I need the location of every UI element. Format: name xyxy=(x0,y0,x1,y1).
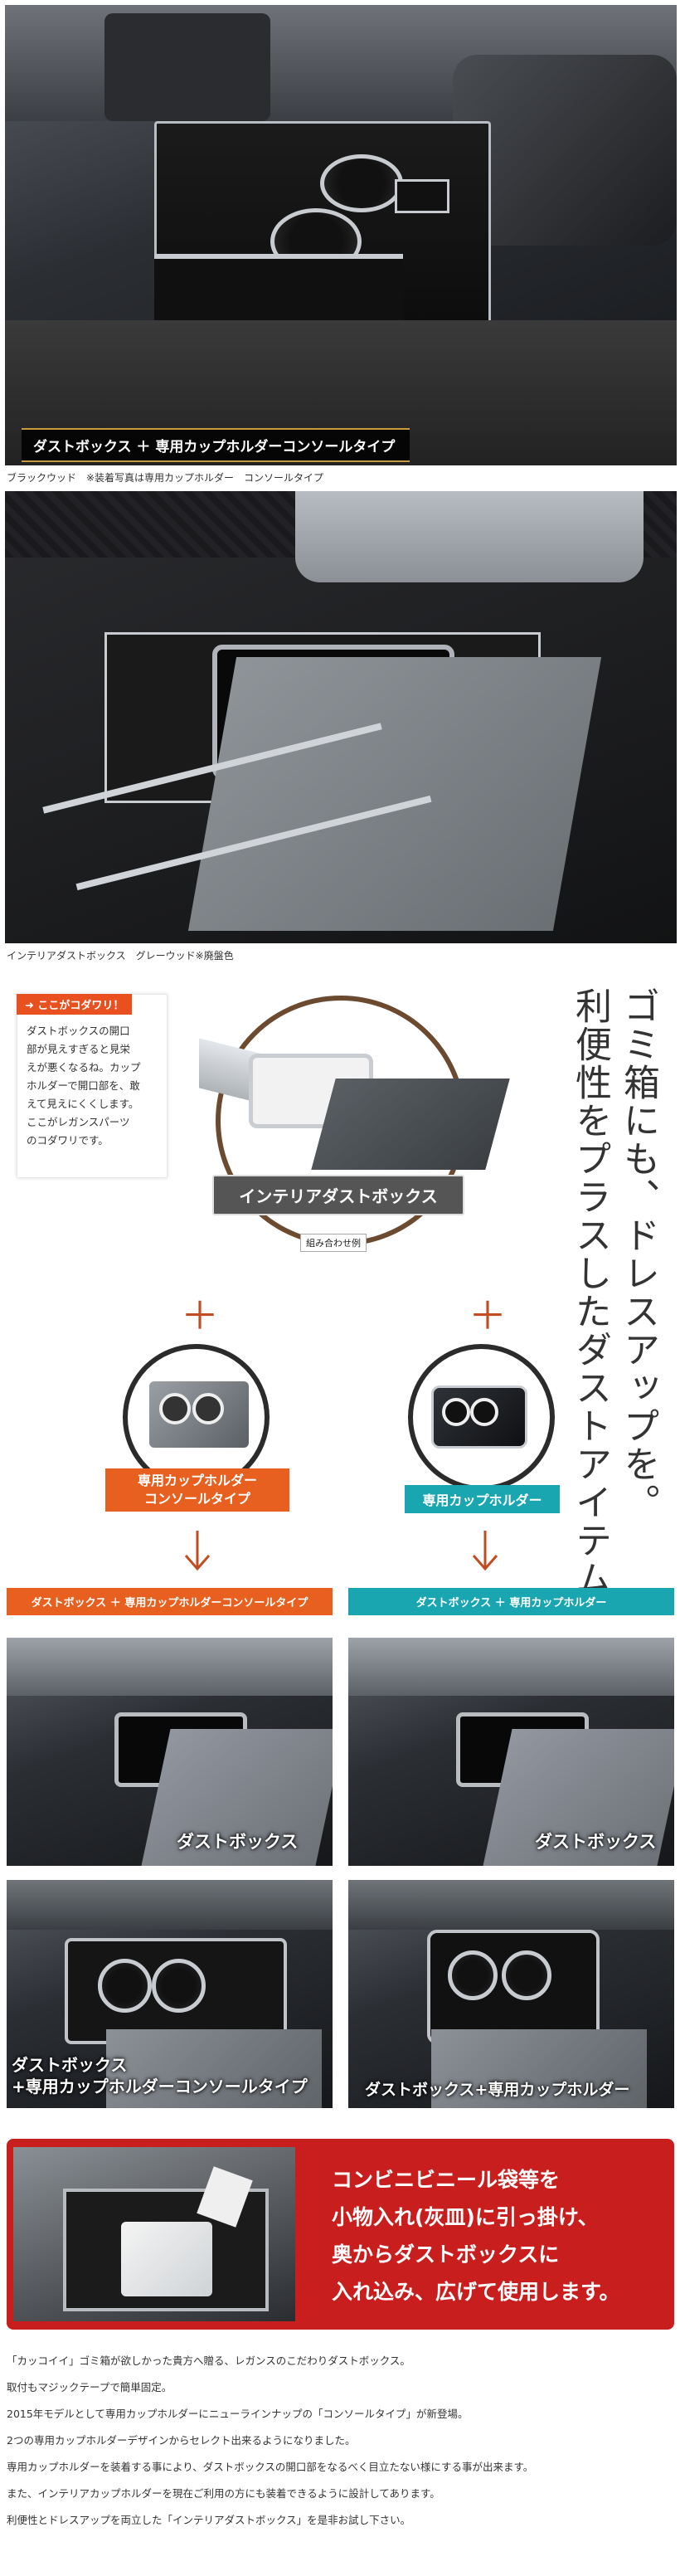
kodawari-line: ここがレガンスパーツ xyxy=(27,1116,130,1128)
photo-grid-label: ダストボックス xyxy=(177,1832,299,1852)
arrow-right-icon: ➜ xyxy=(25,1000,38,1012)
photo-grid-bottom-left: ダストボックス +専用カップホルダーコンソールタイプ xyxy=(7,1880,333,2108)
option-label-cupholder: 専用カップホルダー xyxy=(405,1485,560,1513)
arrow-down-icon xyxy=(184,1531,211,1571)
footer-line: 取付もマジックテープで簡単固定。 xyxy=(7,2381,172,2393)
usage-photo xyxy=(13,2147,295,2321)
option-label-console-line1: 専用カップホルダー xyxy=(137,1473,257,1488)
main-product-label: インテリアダストボックス xyxy=(212,1175,464,1215)
caption-second: インテリアダストボックス グレーウッド※廃盤色 xyxy=(7,950,234,962)
photo-grid-label: ダストボックス xyxy=(535,1832,657,1852)
hero-banner: ダストボックス ＋ 専用カップホルダーコンソールタイプ xyxy=(22,428,410,462)
kodawari-line: 部が見えすぎると見栄 xyxy=(27,1043,131,1055)
photo-grid-label: ダストボックス +専用カップホルダーコンソールタイプ xyxy=(12,2054,308,2097)
kodawari-box xyxy=(17,994,168,1178)
arrow-down-icon xyxy=(472,1531,498,1571)
section-bar-left: ダストボックス ＋ 専用カップホルダーコンソールタイプ xyxy=(7,1588,333,1615)
footer-description: 「カッコイイ」ゴミ箱が欲しかった貴方へ贈る、レガンスのこだわりダストボックス。 … xyxy=(7,2348,674,2534)
photo-grid-top-right: ダストボックス xyxy=(348,1638,674,1866)
photo-grid-bottom-right: ダストボックス+専用カップホルダー xyxy=(348,1880,674,2108)
headline-col1: ゴミ箱にも、ドレスアップを。 xyxy=(617,987,659,1522)
kodawari-tag: ➜ ここがコダワリ！ xyxy=(17,994,133,1015)
usage-line: コンビニビニール袋等を xyxy=(332,2168,561,2192)
kodawari-line: えて見えにくくします。 xyxy=(27,1098,139,1110)
caption-first: ブラックウッド ※装着写真は専用カップホルダー コンソールタイプ xyxy=(7,472,324,484)
photo-grid-label-line2: +専用カップホルダーコンソールタイプ xyxy=(12,2077,308,2096)
kodawari-line: のコダワリです。 xyxy=(27,1134,109,1147)
cupholder-console-image xyxy=(149,1381,249,1448)
cupholder-image xyxy=(431,1385,527,1449)
photo-grid-top-left: ダストボックス xyxy=(7,1638,333,1866)
footer-line: また、インテリアカップホルダーを現在ご利用の方にも装着できるように設計してありま… xyxy=(7,2487,440,2500)
headline-col2: 利便性をプラスしたダストアイテム。 xyxy=(569,987,611,1636)
footer-line: 2つの専用カップホルダーデザインからセレクト出来るようになりました。 xyxy=(7,2434,356,2447)
photo-grid-label: ダストボックス+専用カップホルダー xyxy=(365,2081,630,2099)
usage-line: 奥からダストボックスに xyxy=(332,2242,560,2267)
usage-text: コンビニビニール袋等を 小物入れ(灰皿)に引っ掛け、 奥からダストボックスに 入… xyxy=(332,2161,672,2311)
example-label: 組み合わせ例 xyxy=(300,1234,367,1252)
section-bar-right: ダストボックス ＋ 専用カップホルダー xyxy=(348,1588,674,1615)
footer-line: 利便性とドレスアップを両立した「インテリアダストボックス」を是非お試し下さい。 xyxy=(7,2514,411,2526)
dustbox-product-image xyxy=(199,1037,510,1178)
footer-line: 2015年モデルとして専用カップホルダーにニューラインナップの「コンソールタイプ… xyxy=(7,2408,469,2420)
hero-photo-console-blackwood: ダストボックス ＋ 専用カップホルダーコンソールタイプ xyxy=(5,5,677,465)
footer-line: 「カッコイイ」ゴミ箱が欲しかった貴方へ贈る、レガンスのこだわりダストボックス。 xyxy=(7,2354,410,2367)
kodawari-line: ダストボックスの開口 xyxy=(27,1025,130,1037)
kodawari-text: ダストボックスの開口 部が見えすぎると見栄 えが悪くなるね。カップ ホルダーで開… xyxy=(27,1022,168,1150)
plus-icon-left: ＋ xyxy=(181,1293,219,1338)
kodawari-line: えが悪くなるね。カップ xyxy=(27,1061,141,1074)
photo-grid-label-line1: ダストボックス xyxy=(12,2055,128,2075)
kodawari-tag-text: ここがコダワリ！ xyxy=(37,1000,124,1012)
option-label-console: 専用カップホルダー コンソールタイプ xyxy=(105,1468,289,1512)
kodawari-line: ホルダーで開口部を、敢 xyxy=(27,1079,140,1092)
usage-line: 入れ込み、広げて使用します。 xyxy=(332,2280,620,2304)
plus-icon-right: ＋ xyxy=(469,1293,507,1338)
photo-dustbox-greywood xyxy=(5,491,677,943)
option-label-console-line2: コンソールタイプ xyxy=(143,1491,250,1507)
usage-line: 小物入れ(灰皿)に引っ掛け、 xyxy=(332,2205,599,2229)
footer-line: 専用カップホルダーを装着する事により、ダストボックスの開口部をなるべく目立たない… xyxy=(7,2461,534,2473)
